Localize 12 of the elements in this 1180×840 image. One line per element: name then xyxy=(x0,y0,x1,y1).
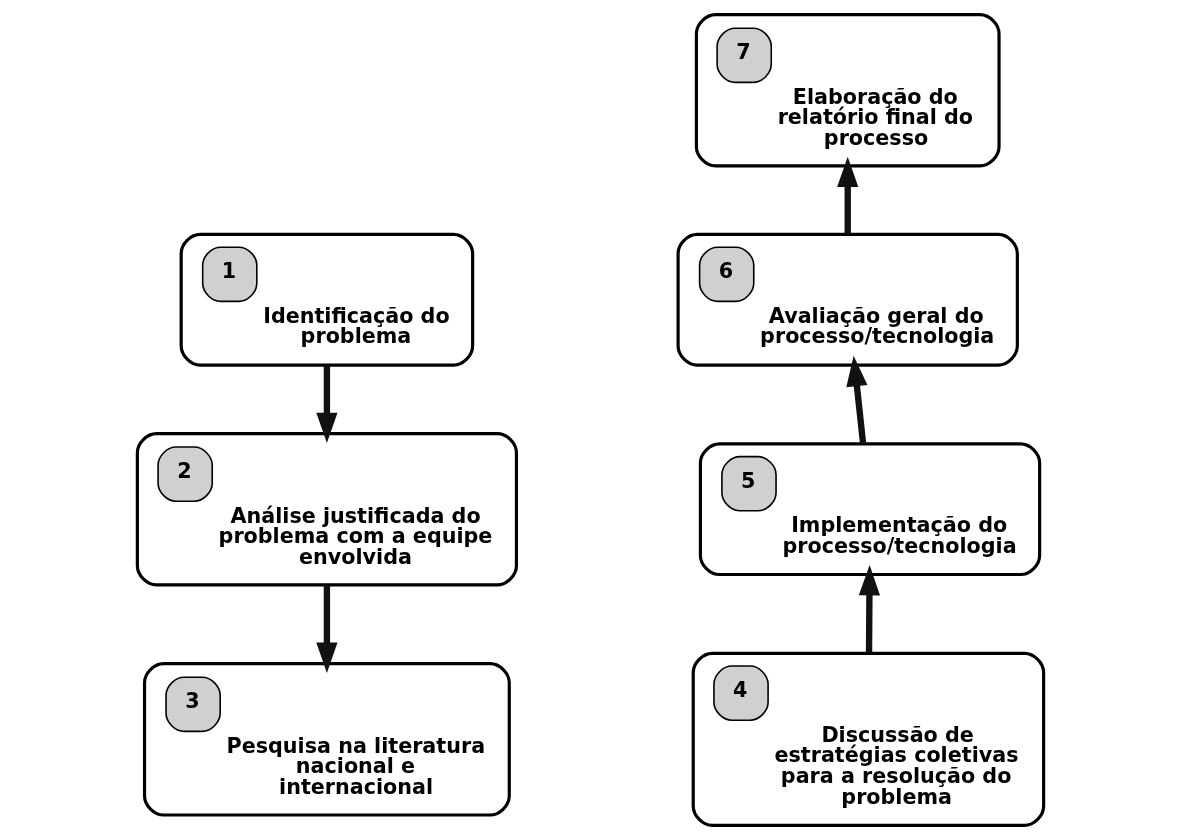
arrow xyxy=(315,365,338,444)
node-box: 4 Discussão de estratégias coletivas para a resolução do problema xyxy=(691,651,1045,827)
node-box: 7 Elaboração do relatório final do processo xyxy=(694,13,1001,168)
arrow xyxy=(858,564,880,654)
node-box: 6 Avaliação geral do processo/tecnologia xyxy=(676,232,1019,367)
arrow xyxy=(845,355,867,444)
node-box: 5 Implementação do processo/tecnologia xyxy=(698,442,1041,577)
node-box: 2 Análise justificada do problema com a equipe envolvida xyxy=(135,431,518,587)
node-box: 1 Identificação do problema xyxy=(179,232,474,367)
arrow xyxy=(315,585,338,673)
node-box: 3 Pesquisa na literatura nacional e internacional xyxy=(142,662,511,817)
arrow xyxy=(836,156,858,235)
